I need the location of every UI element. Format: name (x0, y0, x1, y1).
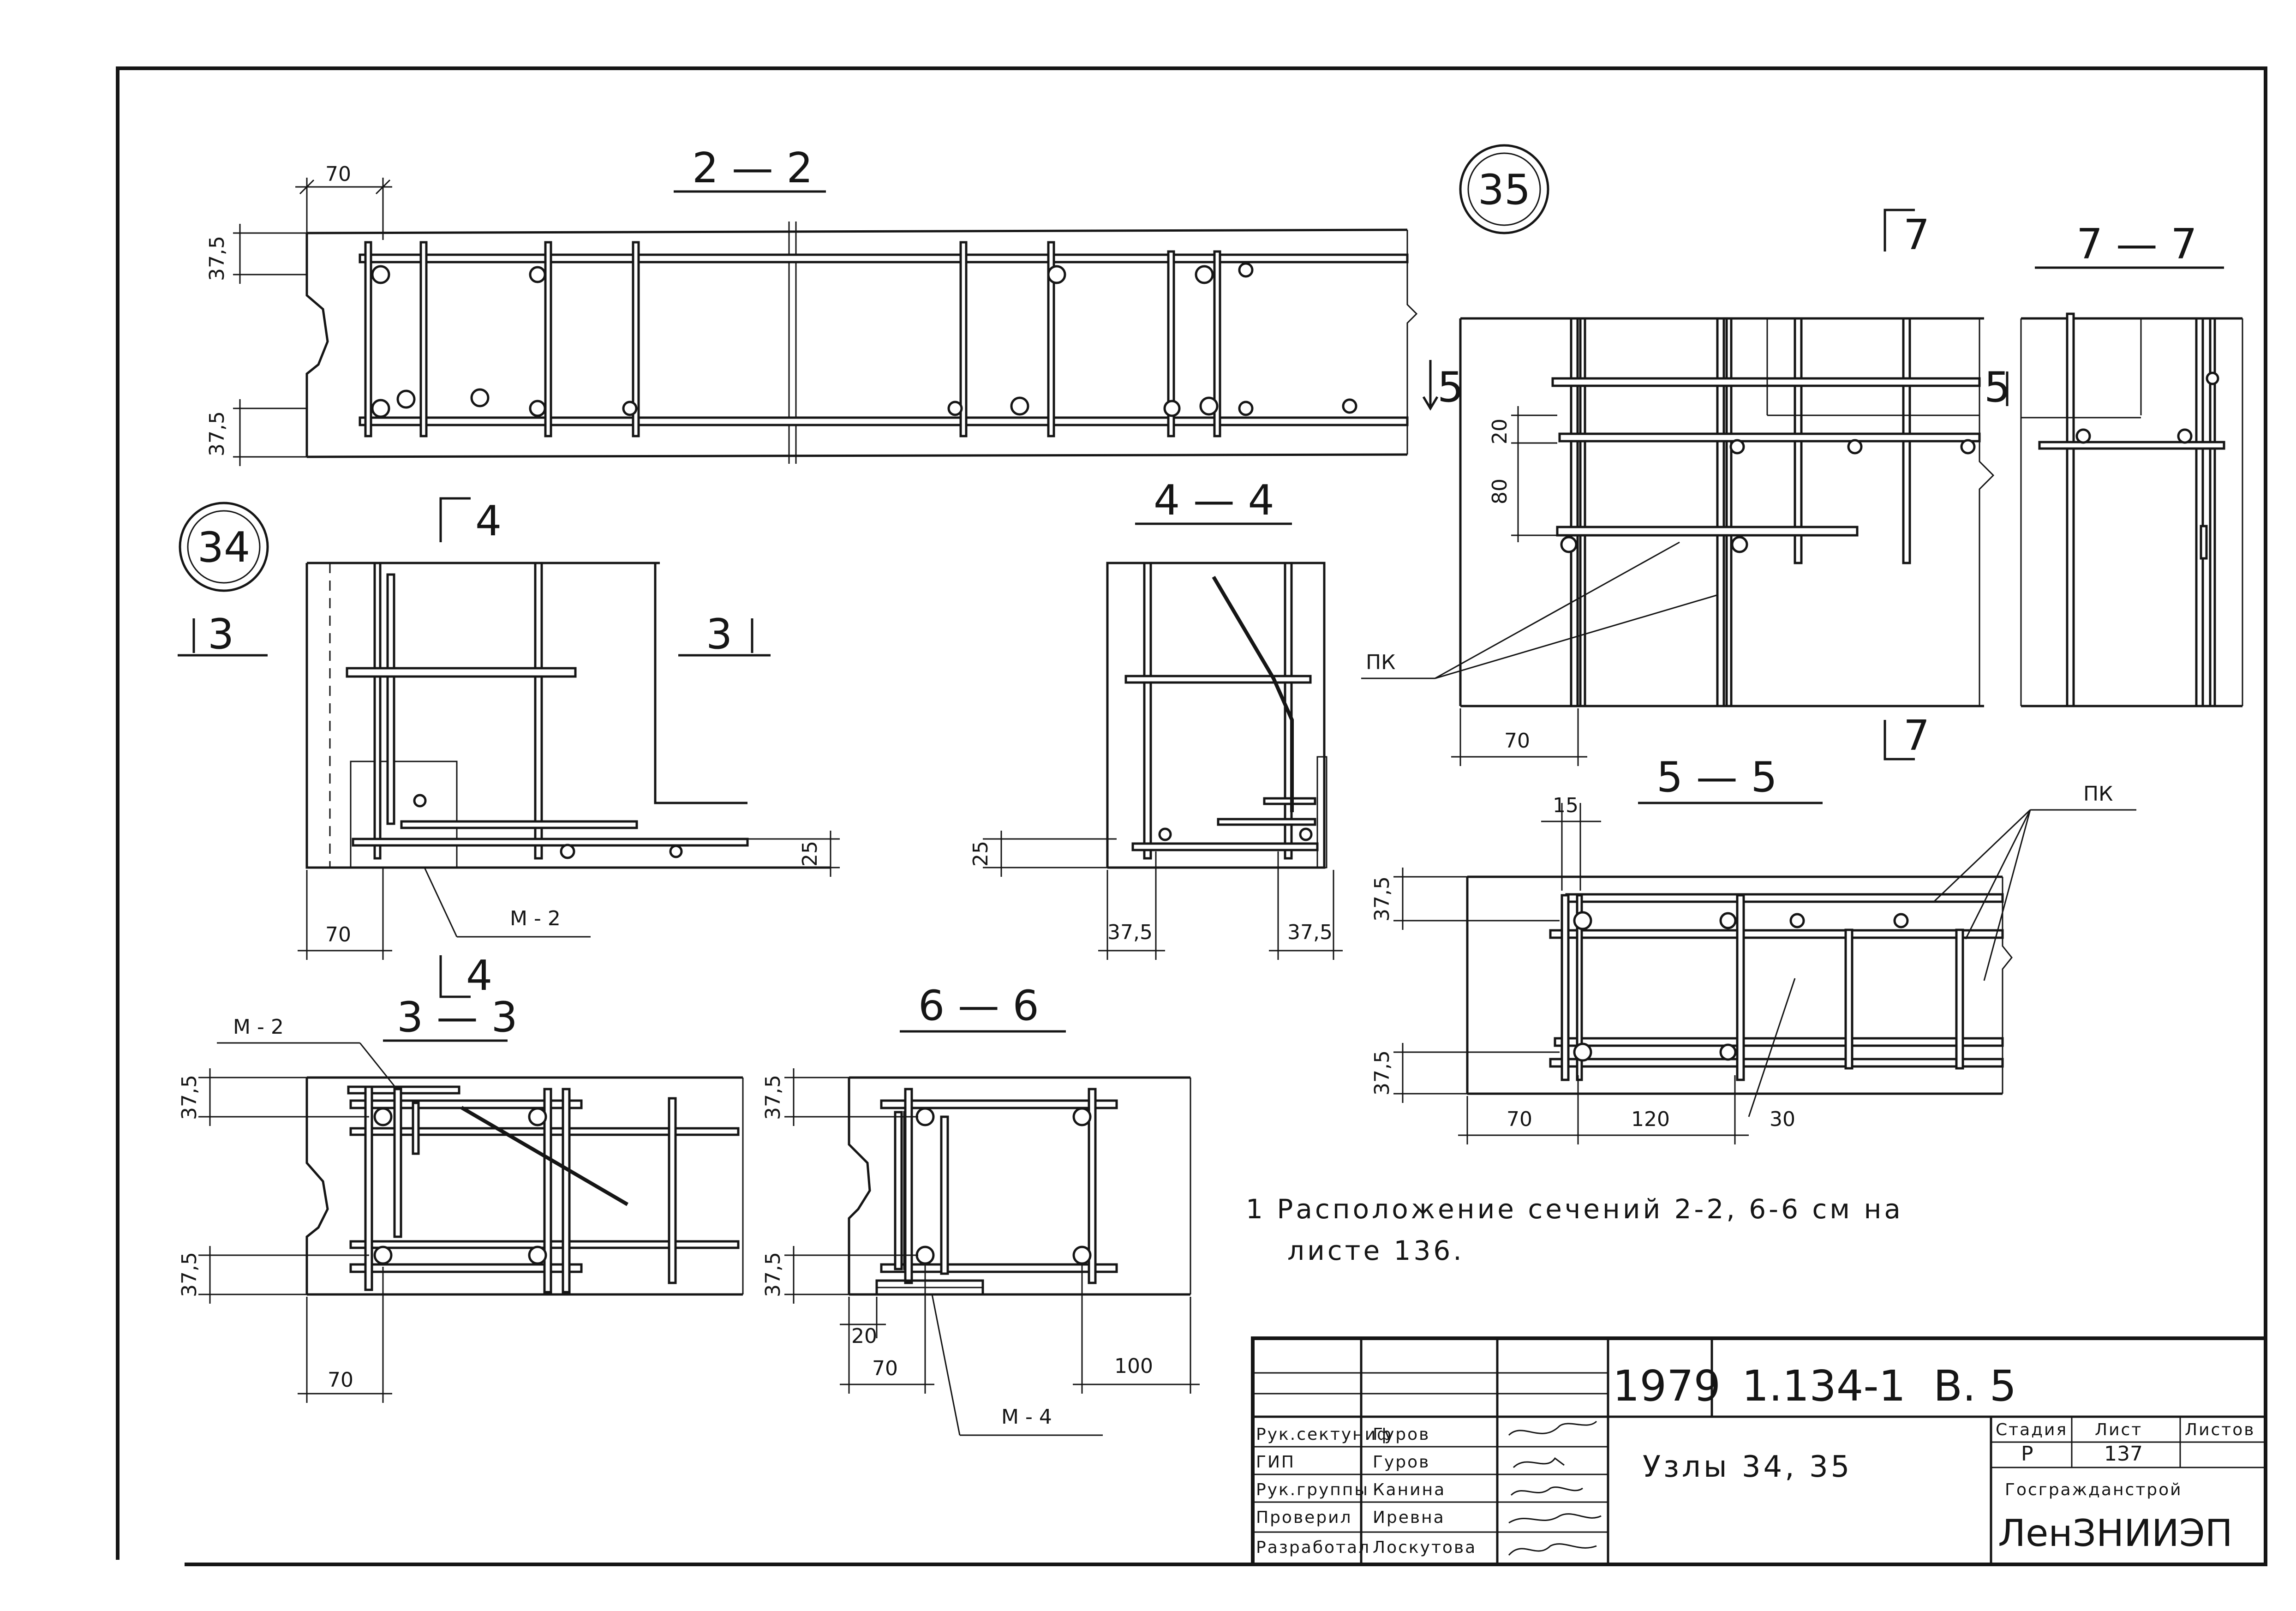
tb-series: 1.134-1 (1742, 1361, 1906, 1411)
svg-text:3: 3 (706, 610, 732, 659)
tb-role-1: Рук.сектуниф (1256, 1425, 1393, 1444)
cut-5-left: 5 (1422, 360, 1464, 412)
node-34-marker: 34 (179, 502, 269, 592)
node-35-elevation: 5 20 80 70 ПК 7 (1361, 317, 2010, 766)
tb-sheet: 137 (2104, 1442, 2143, 1466)
dim-6-6-100: 100 (1114, 1354, 1153, 1378)
dim-4-4-375-left: 37,5 (1107, 921, 1153, 944)
mark-m2-plan: М - 2 (510, 907, 561, 930)
svg-text:4: 4 (475, 497, 502, 545)
section-6-6: 6 — 6 37,5 37,5 20 70 (761, 982, 1200, 1436)
dim-35-80: 80 (1488, 479, 1512, 504)
section-5-5: 5 — 5 ПК 15 37,5 (1370, 753, 2136, 1144)
svg-text:5: 5 (1984, 363, 2010, 412)
dim-3-3-70: 70 (328, 1368, 353, 1392)
tb-name-2: Гуров (1373, 1453, 1430, 1472)
section-5-5-title: 5 — 5 (1656, 753, 1777, 802)
dim-3-3-375-top: 37,5 (178, 1075, 201, 1120)
dim-5-5-120: 120 (1631, 1108, 1670, 1131)
tb-name-1: Гуров (1373, 1425, 1430, 1444)
tb-role-3: Рук.группы (1256, 1480, 1369, 1499)
section-2-2: 2 — 2 (205, 144, 1418, 466)
dim-2-2-375-top: 37,5 (205, 236, 229, 281)
mark-m4: М - 4 (1001, 1405, 1052, 1429)
tb-sheets-label: Листов (2185, 1420, 2255, 1439)
dim-5-5-375-top: 37,5 (1370, 876, 1394, 922)
tb-name-3: Канина (1373, 1480, 1446, 1499)
dim-6-6-70: 70 (872, 1357, 898, 1380)
node-34-plan: 3 70 25 М - 2 4 (298, 562, 840, 1000)
section-3-3: 3 — 3 М - 2 37,5 37,5 (178, 993, 744, 1403)
cut-4-top: 4 (439, 497, 502, 545)
dim-5-5-15: 15 (1553, 794, 1578, 817)
tb-title: Узлы 34, 35 (1643, 1450, 1852, 1484)
section-7-7: 7 — 7 (2020, 220, 2243, 707)
mark-pk-35: ПК (1366, 651, 1395, 674)
tb-role-5: Разработал (1256, 1538, 1370, 1557)
svg-text:35: 35 (1478, 166, 1531, 214)
section-3-3-title: 3 — 3 (397, 993, 518, 1042)
dim-6-6-20: 20 (851, 1324, 877, 1348)
tb-role-4: Проверил (1256, 1508, 1352, 1527)
title-block: 1979 1.134-1 В. 5 Узлы 34, 35 Стадия Лис… (1251, 1336, 2267, 1566)
note-line-1: 1 Расположение сечений 2-2, 6-6 см на (1246, 1193, 1903, 1225)
drawing-note: 1 Расположение сечений 2-2, 6-6 см на ли… (1246, 1193, 1903, 1266)
dim-6-6-375-top: 37,5 (761, 1075, 785, 1120)
svg-text:4: 4 (466, 952, 492, 1000)
tb-role-2: ГИП (1256, 1453, 1295, 1472)
dim-34-25: 25 (798, 841, 822, 867)
dim-35-70: 70 (1504, 729, 1530, 753)
dim-2-2-375-bottom: 37,5 (205, 411, 229, 456)
note-line-2: листе 136. (1287, 1235, 1465, 1266)
dim-34-70: 70 (325, 923, 351, 946)
tb-year: 1979 (1613, 1361, 1721, 1411)
section-7-7-title: 7 — 7 (2076, 220, 2197, 269)
dim-2-2-70: 70 (325, 162, 351, 186)
tb-stage-label: Стадия (1996, 1420, 2068, 1439)
section-6-6-title: 6 — 6 (918, 982, 1039, 1030)
tb-sheet-label: Лист (2095, 1420, 2142, 1439)
cut-3-left: 3 (178, 610, 268, 659)
mark-m2-section: М - 2 (233, 1015, 284, 1039)
tb-org1: Госгражданстрой (2005, 1480, 2182, 1499)
mark-pk-55: ПК (2083, 782, 2113, 806)
section-4-4-title: 4 — 4 (1154, 476, 1274, 525)
cut-7-top: 7 (1883, 209, 1930, 259)
svg-text:7: 7 (1903, 712, 1930, 760)
svg-text:34: 34 (197, 523, 251, 572)
dim-3-3-375-bottom: 37,5 (178, 1252, 201, 1297)
svg-text:7: 7 (1903, 211, 1930, 259)
dim-5-5-30: 30 (1770, 1108, 1795, 1131)
section-2-2-title: 2 — 2 (692, 144, 813, 192)
dim-6-6-375-bottom: 37,5 (761, 1252, 785, 1297)
tb-volume: В. 5 (1933, 1361, 2016, 1411)
node-35-marker: 35 (1459, 144, 1549, 234)
dim-4-4-375-right: 37,5 (1287, 921, 1333, 944)
tb-name-4: Иревна (1373, 1508, 1445, 1527)
dim-5-5-375-bottom: 37,5 (1370, 1050, 1394, 1096)
dim-35-20: 20 (1488, 419, 1512, 444)
signatures (1508, 1420, 1602, 1556)
section-4-4: 4 — 4 25 37,5 37,5 (969, 476, 1343, 960)
tb-name-5: Лоскутова (1373, 1538, 1477, 1557)
tb-stage: Р (2021, 1442, 2033, 1466)
svg-text:3: 3 (208, 610, 234, 659)
dim-5-5-70: 70 (1507, 1108, 1532, 1131)
tb-org2: ЛенЗНИИЭП (1998, 1512, 2233, 1555)
dim-4-4-25: 25 (969, 841, 993, 867)
